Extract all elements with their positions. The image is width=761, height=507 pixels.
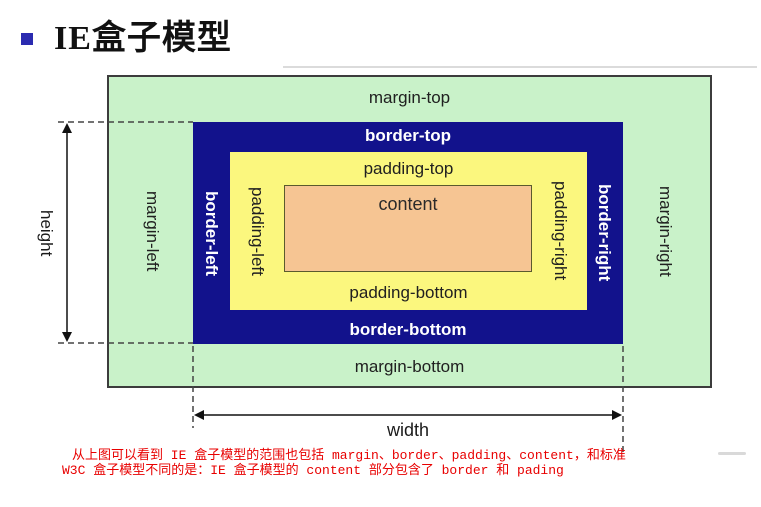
margin-box: margin-top margin-bottom margin-left mar… <box>107 75 712 388</box>
border-right-label: border-right <box>595 184 614 282</box>
border-bottom-label: border-bottom <box>349 320 467 339</box>
padding-bottom-label: padding-bottom <box>349 283 468 302</box>
caption-line-2: W3C 盒子模型不同的是：IE 盒子模型的 content 部分包含了 bord… <box>62 463 564 478</box>
margin-right-label: margin-right <box>656 186 675 277</box>
width-label: width <box>386 420 430 440</box>
margin-top-label: margin-top <box>368 88 451 107</box>
height-arrowhead-bottom <box>62 332 72 342</box>
border-top-label: border-top <box>365 126 451 145</box>
content-label: content <box>378 194 438 214</box>
height-arrowhead-top <box>62 123 72 133</box>
width-arrowhead-right <box>612 410 622 420</box>
page-title: IE盒子模型 <box>54 20 232 57</box>
padding-box: padding-top padding-bottom padding-left … <box>230 152 587 310</box>
padding-right-label: padding-right <box>551 181 570 281</box>
bullet-icon <box>21 33 33 45</box>
height-label: height <box>37 209 56 257</box>
border-box: border-top border-bottom border-left bor… <box>193 122 623 344</box>
header-divider <box>283 66 757 68</box>
margin-bottom-label: margin-bottom <box>354 357 465 376</box>
padding-top-label: padding-top <box>363 159 454 178</box>
margin-left-label: margin-left <box>143 191 162 272</box>
caption-line-1: 从上图可以看到 IE 盒子模型的范围也包括 margin、border、padd… <box>72 448 626 463</box>
caption: 从上图可以看到 IE 盒子模型的范围也包括 margin、border、padd… <box>0 448 761 478</box>
width-arrowhead-left <box>194 410 204 420</box>
content-box: content <box>284 185 532 272</box>
padding-left-label: padding-left <box>248 186 267 276</box>
decorative-dash <box>718 452 746 455</box>
border-left-label: border-left <box>202 190 221 276</box>
